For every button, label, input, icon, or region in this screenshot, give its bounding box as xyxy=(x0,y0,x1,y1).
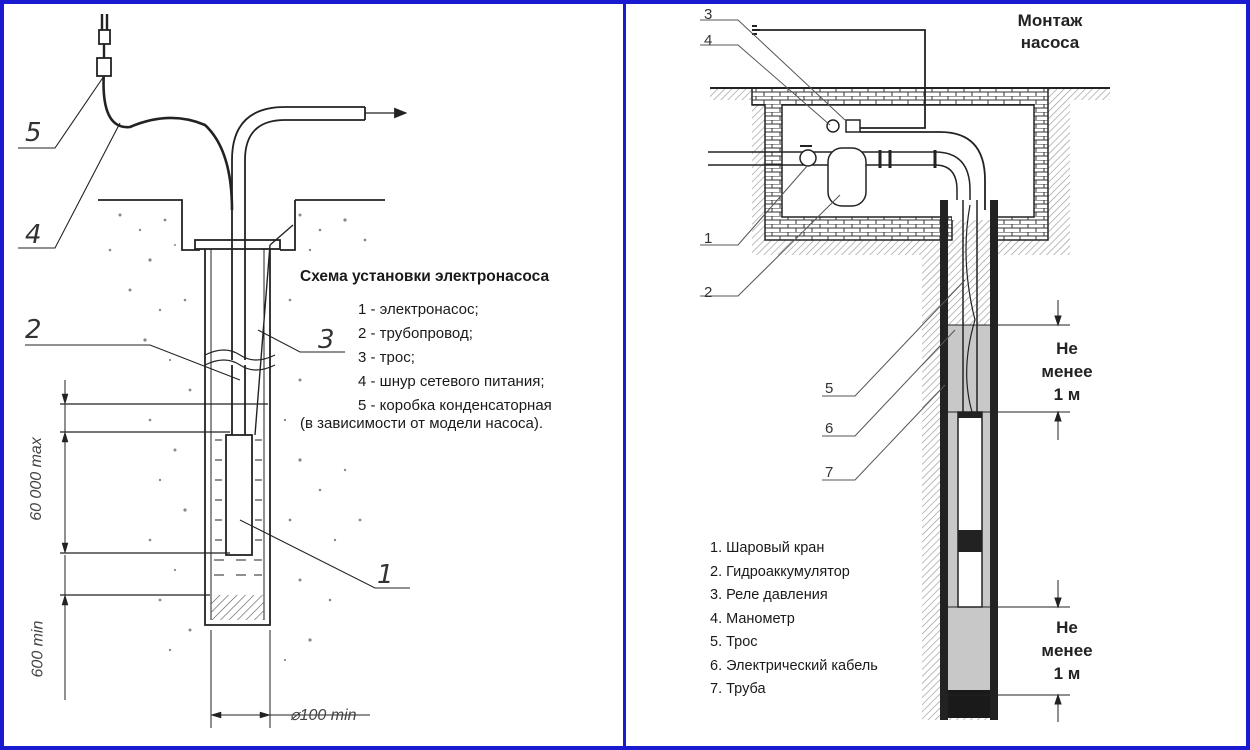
panel-divider xyxy=(623,0,626,750)
right-legend-item: 2. Гидроаккумулятор xyxy=(710,563,850,580)
gravel-layer xyxy=(211,595,264,620)
left-legend: 1 - электронасос; 2 - трубопровод; 3 - т… xyxy=(300,298,552,436)
title-line: насоса xyxy=(1020,33,1080,52)
callout-5: 5 xyxy=(25,118,42,148)
dimension-diameter: ⌀100 min xyxy=(290,707,357,724)
callout-3: 3 xyxy=(318,325,335,355)
accumulator-icon xyxy=(827,147,867,207)
left-legend-item: 2 - трубопровод; xyxy=(358,325,473,342)
right-legend-item: 4. Манометр xyxy=(710,610,795,627)
right-legend-item: 6. Электрический кабель xyxy=(710,657,878,674)
right-legend-item: 1. Шаровый кран xyxy=(710,540,825,556)
callout-4: 4 xyxy=(25,220,42,250)
depth-label-lower: Не менее 1 м xyxy=(1027,616,1107,685)
callout-r-2: 2 xyxy=(704,284,713,301)
left-installation-diagram xyxy=(18,14,410,728)
right-diagram-title: Монтаж насоса xyxy=(1005,10,1095,54)
callout-r-6: 6 xyxy=(825,420,834,437)
depth-text: менее xyxy=(1041,362,1093,381)
left-legend-item: 4 - шнур сетевого питания; xyxy=(358,373,545,390)
depth-text: 1 м xyxy=(1053,664,1081,683)
callout-r-4: 4 xyxy=(704,32,713,49)
left-diagram-title: Схема установки электронасоса xyxy=(300,268,550,285)
left-legend-item: 1 - электронасос; xyxy=(358,301,479,318)
dimension-depth-min: 600 min xyxy=(29,620,47,678)
depth-text: Не xyxy=(1056,339,1078,358)
soil-speckles xyxy=(108,213,367,662)
depth-label-upper: Не менее 1 м xyxy=(1027,337,1107,406)
right-legend-item: 3. Реле давления xyxy=(710,587,828,603)
callout-2: 2 xyxy=(25,315,42,345)
title-line: Монтаж xyxy=(1017,11,1083,30)
callout-r-5: 5 xyxy=(825,380,834,397)
right-legend: 1. Шаровый кран 2. Гидроаккумулятор 3. Р… xyxy=(710,537,878,702)
callout-r-1: 1 xyxy=(704,230,713,247)
pump-body xyxy=(957,411,983,608)
left-legend-item: (в зависимости от модели насоса). xyxy=(300,415,544,432)
right-legend-item: 7. Труба xyxy=(710,681,766,697)
depth-text: Не xyxy=(1056,618,1078,637)
left-legend-item: 3 - трос; xyxy=(358,349,415,366)
soil-hatch xyxy=(710,88,1110,720)
right-legend-item: 5. Трос xyxy=(710,634,758,650)
callout-1: 1 xyxy=(377,560,394,590)
dimension-depth-max: 60 000 max xyxy=(27,437,45,521)
callout-r-7: 7 xyxy=(825,464,834,481)
depth-text: менее xyxy=(1041,641,1093,660)
callout-r-3: 3 xyxy=(704,6,713,23)
left-legend-item: 5 - коробка конденсаторная xyxy=(358,397,552,414)
depth-text: 1 м xyxy=(1053,385,1081,404)
